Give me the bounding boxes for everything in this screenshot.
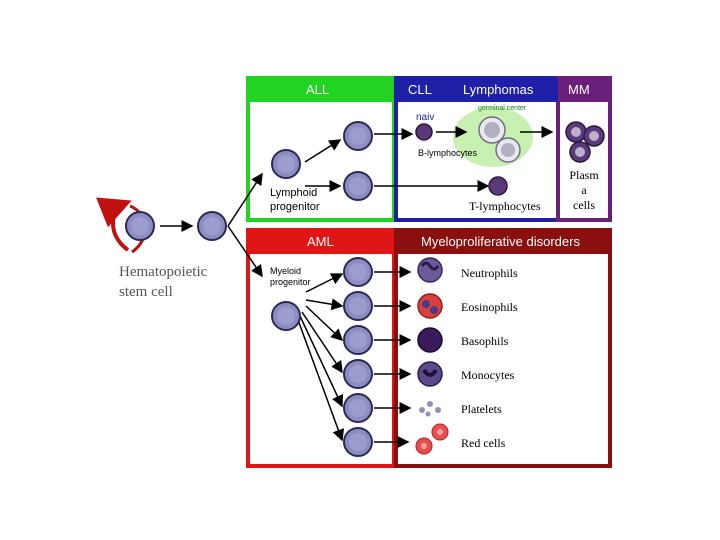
plasma-cells-line-2: a [581, 183, 587, 197]
myeloid-precursor-3 [343, 325, 373, 355]
b-lymphocytes-label: B-lymphocytes [418, 148, 478, 158]
plasma-cells-line-3: cells [573, 198, 595, 212]
mm-header-bg [558, 78, 610, 102]
plasma-cells-line-1: Plasm [569, 168, 599, 182]
stem-cell-line-2: stem cell [119, 284, 173, 300]
monocyte-cell [417, 361, 443, 387]
mpd-header-label: Myeloproliferative disorders [421, 234, 580, 249]
lymphoma-header-bg [396, 78, 558, 102]
b-precursor-cell [343, 121, 373, 151]
stem-cell-label: Hematopoietic stem cell [119, 262, 207, 302]
t-lymphocytes-label: T-lymphocytes [469, 199, 541, 213]
stem-cell [125, 211, 155, 241]
self-renewal-arrow [96, 197, 132, 252]
neutrophils-label: Neutrophils [461, 266, 518, 280]
myeloid-progenitor-label: Myeloid progenitor [270, 266, 311, 288]
lymphoid-progenitor-line-1: Lymphoid [270, 187, 318, 199]
t-precursor-cell [343, 171, 373, 201]
germinal-center-label: germinal center [478, 105, 527, 112]
stem-cell-line-1: Hematopoietic [119, 264, 208, 280]
aml-header-bg [248, 230, 394, 254]
all-header-label: ALL [306, 82, 330, 97]
lymphoid-progenitor-cell [271, 149, 301, 179]
t-lymphocyte-cell [488, 176, 508, 196]
lymphoid-progenitor-label: Lymphoid progenitor [270, 186, 320, 214]
plasma-cell-2 [583, 125, 605, 147]
neutrophil-cell [417, 257, 443, 283]
cll-header-label: CLL [408, 82, 432, 97]
aml-header-label: AML [307, 234, 334, 249]
myeloid-precursor-6 [343, 427, 373, 457]
myeloid-precursor-4 [343, 359, 373, 389]
basophils-label: Basophils [461, 334, 509, 348]
red-cells [415, 423, 449, 455]
eosinophils-label: Eosinophils [461, 300, 518, 314]
myeloid-progenitor-line-1: Myeloid [270, 266, 302, 276]
myeloid-precursor-2 [343, 291, 373, 321]
myeloid-precursor-5 [343, 393, 373, 423]
arrows [160, 126, 554, 448]
basophil-cell [417, 327, 443, 353]
all-header-bg [248, 78, 394, 102]
mm-header-label: MM [568, 82, 590, 97]
naive-label: naiv [416, 112, 435, 123]
myeloid-progenitor-cell [271, 301, 301, 331]
plasma-cell-3 [569, 141, 591, 163]
cells [125, 116, 605, 457]
lymphoid-progenitor-line-2: progenitor [270, 201, 320, 213]
eosinophil-cell [417, 293, 443, 319]
lymphomas-header-label: Lymphomas [463, 82, 534, 97]
plasma-cells-label: Plasm a cells [564, 168, 604, 213]
platelet-cells [419, 401, 441, 417]
red-cells-label: Red cells [461, 436, 506, 450]
platelets-label: Platelets [461, 402, 502, 416]
germinal-b-cell-1 [478, 116, 506, 144]
myeloid-progenitor-line-2: progenitor [270, 277, 311, 287]
germinal-b-cell-2 [495, 137, 521, 163]
mpd-header-bg [396, 230, 610, 254]
myeloid-precursor-1 [343, 257, 373, 287]
plasma-cell-1 [565, 121, 587, 143]
naive-b-cell [415, 123, 433, 141]
early-progenitor-cell [197, 211, 227, 241]
monocytes-label: Monocytes [461, 368, 515, 382]
